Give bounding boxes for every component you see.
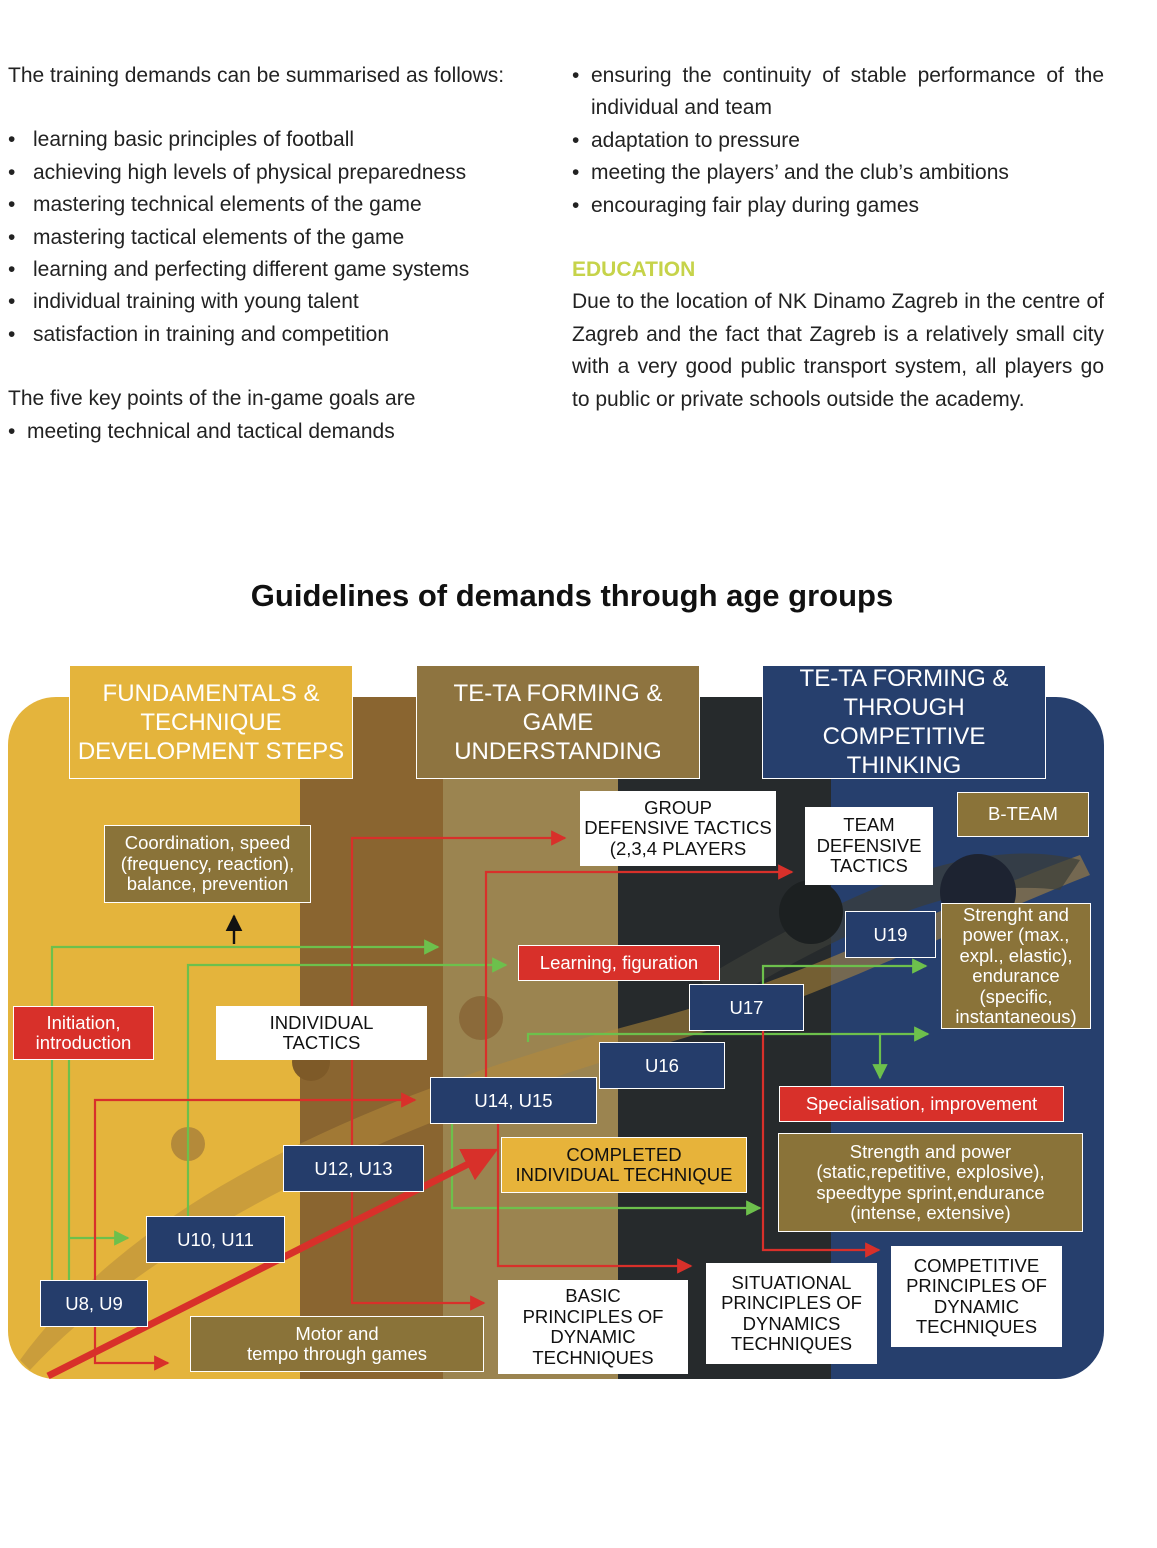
list-item: learning basic principles of football <box>8 124 548 157</box>
header-fundamentals: FUNDAMENTALS & TECHNIQUE DEVELOPMENT STE… <box>69 665 353 779</box>
goals-intro: The five key points of the in-game goals… <box>8 387 416 411</box>
motor-tempo-games: Motor and tempo through games <box>190 1316 484 1372</box>
training-demands-list: learning basic principles of football ac… <box>8 124 548 351</box>
team-defensive-tactics: TEAM DEFENSIVE TACTICS <box>805 807 933 885</box>
coordination-speed: Coordination, speed (frequency, reaction… <box>104 825 311 903</box>
intro-text: The training demands can be summarised a… <box>8 64 505 87</box>
initiation-introduction: Initiation, introduction <box>13 1006 154 1060</box>
age-b-team: B-TEAM <box>957 792 1089 837</box>
situational-principles: SITUATIONAL PRINCIPLES OF DYNAMICS TECHN… <box>706 1263 877 1364</box>
list-item: adaptation to pressure <box>572 125 1104 158</box>
goals-list-continued: ensuring the continuity of stable perfor… <box>572 60 1104 222</box>
header-competitive-thinking: TE-TA FORMING & THROUGH COMPETITIVE THIN… <box>762 665 1046 779</box>
list-item: meeting the players’ and the club’s ambi… <box>572 157 1104 190</box>
age-u19: U19 <box>845 911 936 958</box>
left-text-column: The training demands can be summarised a… <box>8 60 548 448</box>
age-u10-u11: U10, U11 <box>146 1216 285 1263</box>
basic-principles: BASIC PRINCIPLES OF DYNAMIC TECHNIQUES <box>498 1280 688 1374</box>
age-u12-u13: U12, U13 <box>283 1145 424 1192</box>
diagram-title: Guidelines of demands through age groups <box>250 578 894 613</box>
age-u8-u9: U8, U9 <box>40 1280 148 1327</box>
competitive-principles: COMPETITIVE PRINCIPLES OF DYNAMIC TECHNI… <box>891 1246 1062 1347</box>
age-u16: U16 <box>599 1042 725 1089</box>
list-item: mastering technical elements of the game <box>8 189 548 222</box>
list-item: meeting technical and tactical demands <box>8 416 548 449</box>
list-item: satisfaction in training and competition <box>8 319 548 352</box>
group-defensive-tactics: GROUP DEFENSIVE TACTICS (2,3,4 PLAYERS <box>580 791 776 866</box>
strength-power-max: Strenght and power (max., expl., elastic… <box>941 903 1091 1029</box>
list-item: learning and perfecting different game s… <box>8 254 548 287</box>
completed-individual-technique: COMPLETED INDIVIDUAL TECHNIQUE <box>501 1137 747 1193</box>
individual-tactics: INDIVIDUAL TACTICS <box>216 1006 427 1060</box>
swoosh-shape <box>20 855 1090 1370</box>
ball-dot <box>779 880 843 944</box>
education-heading: EDUCATION <box>572 258 696 282</box>
list-item: individual training with young talent <box>8 286 548 319</box>
specialisation-improvement: Specialisation, improvement <box>779 1086 1064 1122</box>
green-arrows <box>50 939 930 1280</box>
list-item: achieving high levels of physical prepar… <box>8 157 548 190</box>
age-u14-u15: U14, U15 <box>430 1077 597 1124</box>
education-paragraph: Due to the location of NK Dinamo Zagreb … <box>572 290 1104 411</box>
strength-power-static: Strength and power (static,repetitive, e… <box>778 1133 1083 1232</box>
goals-list-start: meeting technical and tactical demands <box>8 416 548 449</box>
age-group-diagram: FUNDAMENTALS & TECHNIQUE DEVELOPMENT STE… <box>0 660 1157 1390</box>
ball-dot <box>459 996 503 1040</box>
learning-figuration: Learning, figuration <box>518 945 720 981</box>
age-u17: U17 <box>689 984 804 1031</box>
list-item: mastering tactical elements of the game <box>8 222 548 255</box>
header-game-understanding: TE-TA FORMING & GAME UNDERSTANDING <box>416 665 700 779</box>
list-item: ensuring the continuity of stable perfor… <box>572 60 1104 125</box>
right-text-column: ensuring the continuity of stable perfor… <box>572 60 1104 416</box>
list-item: encouraging fair play during games <box>572 190 1104 223</box>
